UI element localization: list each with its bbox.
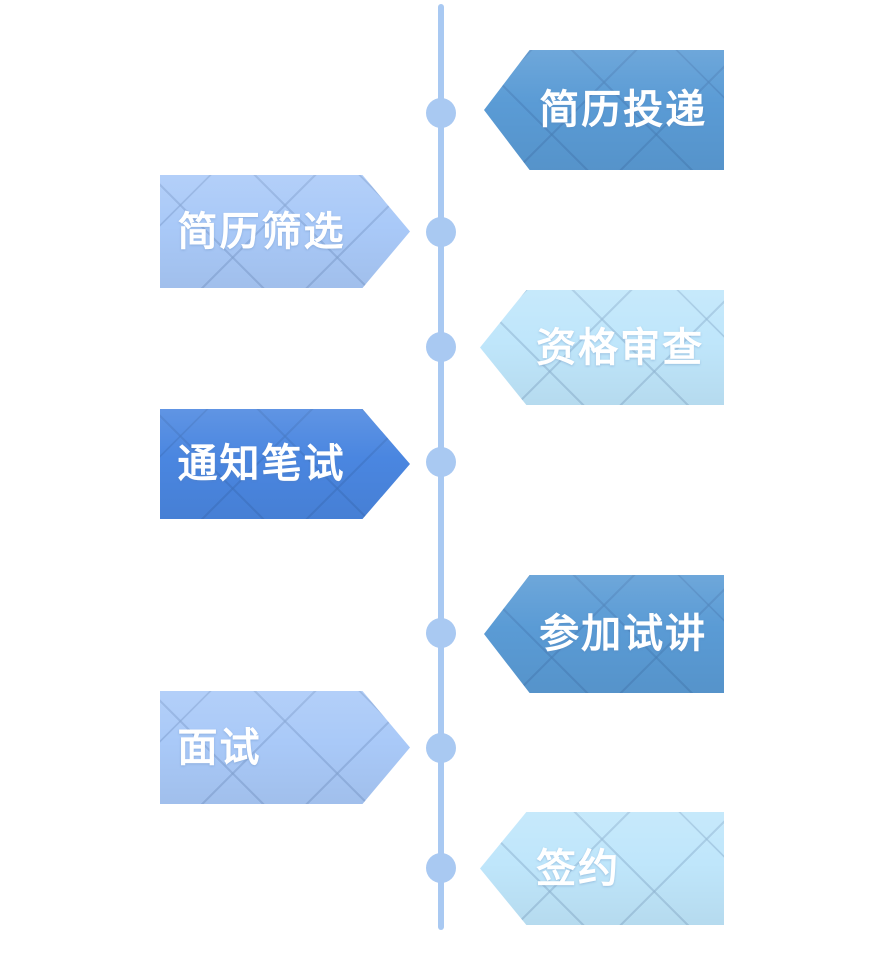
timeline-step-1[interactable]: 简历投递 [484,50,724,170]
timeline-step-5[interactable]: 参加试讲 [484,575,724,693]
timeline-step-label-2: 简历筛选 [177,209,346,254]
timeline-step-label-1: 简历投递 [539,88,708,132]
timeline-dot-6 [426,733,456,763]
timeline-dot-2 [426,217,456,247]
timeline-step-label-4: 通知笔试 [177,442,346,486]
timeline-dot-7 [426,853,456,883]
timeline-dot-3 [426,332,456,362]
timeline-step-7[interactable]: 签约 [480,812,724,925]
timeline-dot-5 [426,618,456,648]
timeline-step-label-7: 签约 [536,846,621,891]
timeline-step-3[interactable]: 资格审查 [480,290,724,405]
timeline-step-6[interactable]: 面试 [160,691,410,804]
timeline-step-4[interactable]: 通知笔试 [160,409,410,519]
timeline-step-2[interactable]: 简历筛选 [160,175,410,288]
timeline-dot-1 [426,98,456,128]
timeline-step-label-6: 面试 [177,725,262,770]
timeline-step-label-3: 资格审查 [536,325,705,370]
timeline-step-label-5: 参加试讲 [539,612,708,656]
timeline-dot-4 [426,447,456,477]
